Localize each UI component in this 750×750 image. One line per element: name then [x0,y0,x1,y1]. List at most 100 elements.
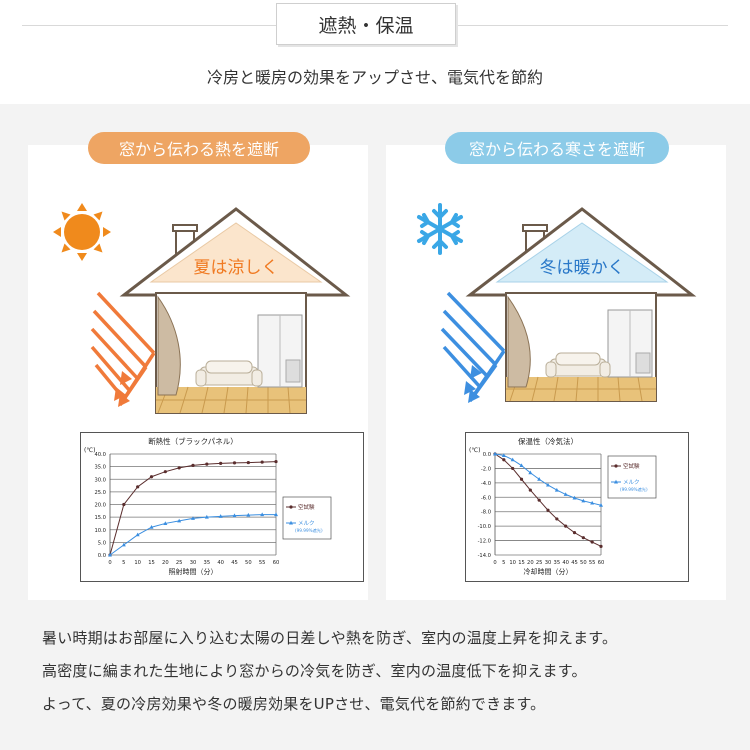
x-tick-label: 50 [245,560,252,566]
y-tick-label: -14.0 [478,553,491,559]
summer-heading-pill: 窓から伝わる熱を遮断 [88,132,310,164]
x-tick-label: 60 [598,560,605,566]
data-point [122,502,126,507]
data-point [232,513,237,518]
y-tick-label: 5.0 [98,540,106,546]
x-tick-label: 25 [176,560,183,566]
x-tick-label: 45 [571,560,578,566]
data-point [528,488,532,492]
data-point [108,552,112,557]
summer-house-illustration: 夏は涼しく [53,203,351,414]
data-point [149,525,154,529]
legend-sublabel: (99.99%遮光) [295,527,323,534]
data-point [191,516,195,520]
series-line [109,514,276,556]
x-tick-label: 30 [190,560,197,566]
data-point [246,460,250,465]
chart-title: 保温性（冷気法） [518,436,578,446]
winter-house-label: 冬は暖かく [540,258,625,278]
legend-sublabel: (99.99%遮光) [620,486,648,493]
legend-label: 空試験 [298,503,315,511]
y-tick-label: -10.0 [478,524,491,530]
data-point [537,498,541,502]
data-point [149,475,154,479]
legend-label: メルク [623,479,640,486]
sun-icon [53,203,111,261]
data-point [546,508,550,512]
data-point [572,531,577,535]
data-point [546,482,550,487]
legend-marker [289,505,293,509]
data-point [274,512,278,517]
y-tick-label: 35.0 [94,465,106,471]
data-point [555,517,559,521]
data-point [510,457,515,462]
data-point [163,470,167,474]
data-point [519,477,524,481]
y-tick-label: -4.0 [481,481,491,487]
data-point [204,514,209,519]
data-point [218,514,223,518]
series-line [494,453,602,547]
chart-unit: (℃) [469,447,480,454]
data-point [581,536,585,540]
x-tick-label: 50 [580,560,587,566]
y-tick-label: 0.0 [483,452,491,458]
x-axis-label: 照射時間（分） [169,567,218,576]
legend-label: 空試験 [623,462,640,470]
data-point [246,512,251,517]
data-point [572,495,577,500]
y-tick-label: 10.0 [94,528,106,534]
x-tick-label: 0 [493,560,496,566]
data-point [590,500,595,505]
data-point [163,521,168,525]
snowflake-icon [417,203,463,255]
chart-unit: (℃) [84,447,95,454]
x-tick-label: 20 [162,560,169,566]
y-tick-label: -8.0 [481,510,491,516]
series-line [109,461,277,556]
description-line-2: 高密度に編まれた生地により窓からの冷気を防ぎ、室内の温度低下を抑えます。 [42,662,587,680]
legend-label: メルク [298,520,315,527]
data-point [219,461,223,465]
x-axis-label: 冷却時間（分） [524,567,573,576]
x-tick-label: 25 [536,560,543,566]
winter-house-illustration: 冬は暖かく [417,203,697,403]
x-tick-label: 15 [148,560,155,566]
legend-marker [614,479,618,484]
y-tick-label: -6.0 [481,495,491,501]
data-point [502,458,506,462]
x-tick-label: 0 [108,560,111,566]
sofa-icon [195,360,263,387]
data-point [260,512,265,517]
data-point [564,524,568,528]
x-tick-label: 5 [122,560,125,566]
x-tick-label: 40 [562,560,569,566]
data-point [511,466,515,471]
description-line-3: よって、夏の冷房効果や冬の暖房効果をUPさせ、電気代を節約できます。 [42,695,546,713]
x-tick-label: 5 [502,560,505,566]
data-point [581,498,586,503]
data-point [599,503,603,507]
heat-retention-chart: 保温性（冷気法）(℃)0.0-2.0-4.0-6.0-8.0-10.0-12.0… [469,436,657,576]
x-tick-label: 20 [527,560,534,566]
data-point [205,462,209,466]
x-tick-label: 15 [518,560,525,566]
data-point [554,487,559,492]
data-point [177,466,181,470]
data-point [136,485,140,489]
data-point [121,542,126,547]
section-subtitle: 冷房と暖房の効果をアップさせ、電気代を節約 [206,68,543,87]
x-tick-label: 55 [259,560,266,566]
data-point [528,470,533,475]
data-point [563,492,568,496]
y-tick-label: 40.0 [94,452,106,458]
y-tick-label: -12.0 [478,539,491,545]
legend-marker [289,520,293,525]
y-tick-label: 15.0 [94,515,106,521]
data-point [501,453,506,457]
x-tick-label: 40 [217,560,224,566]
summer-house-label: 夏は涼しく [194,258,279,278]
data-point [537,477,542,481]
x-tick-label: 10 [509,560,516,566]
